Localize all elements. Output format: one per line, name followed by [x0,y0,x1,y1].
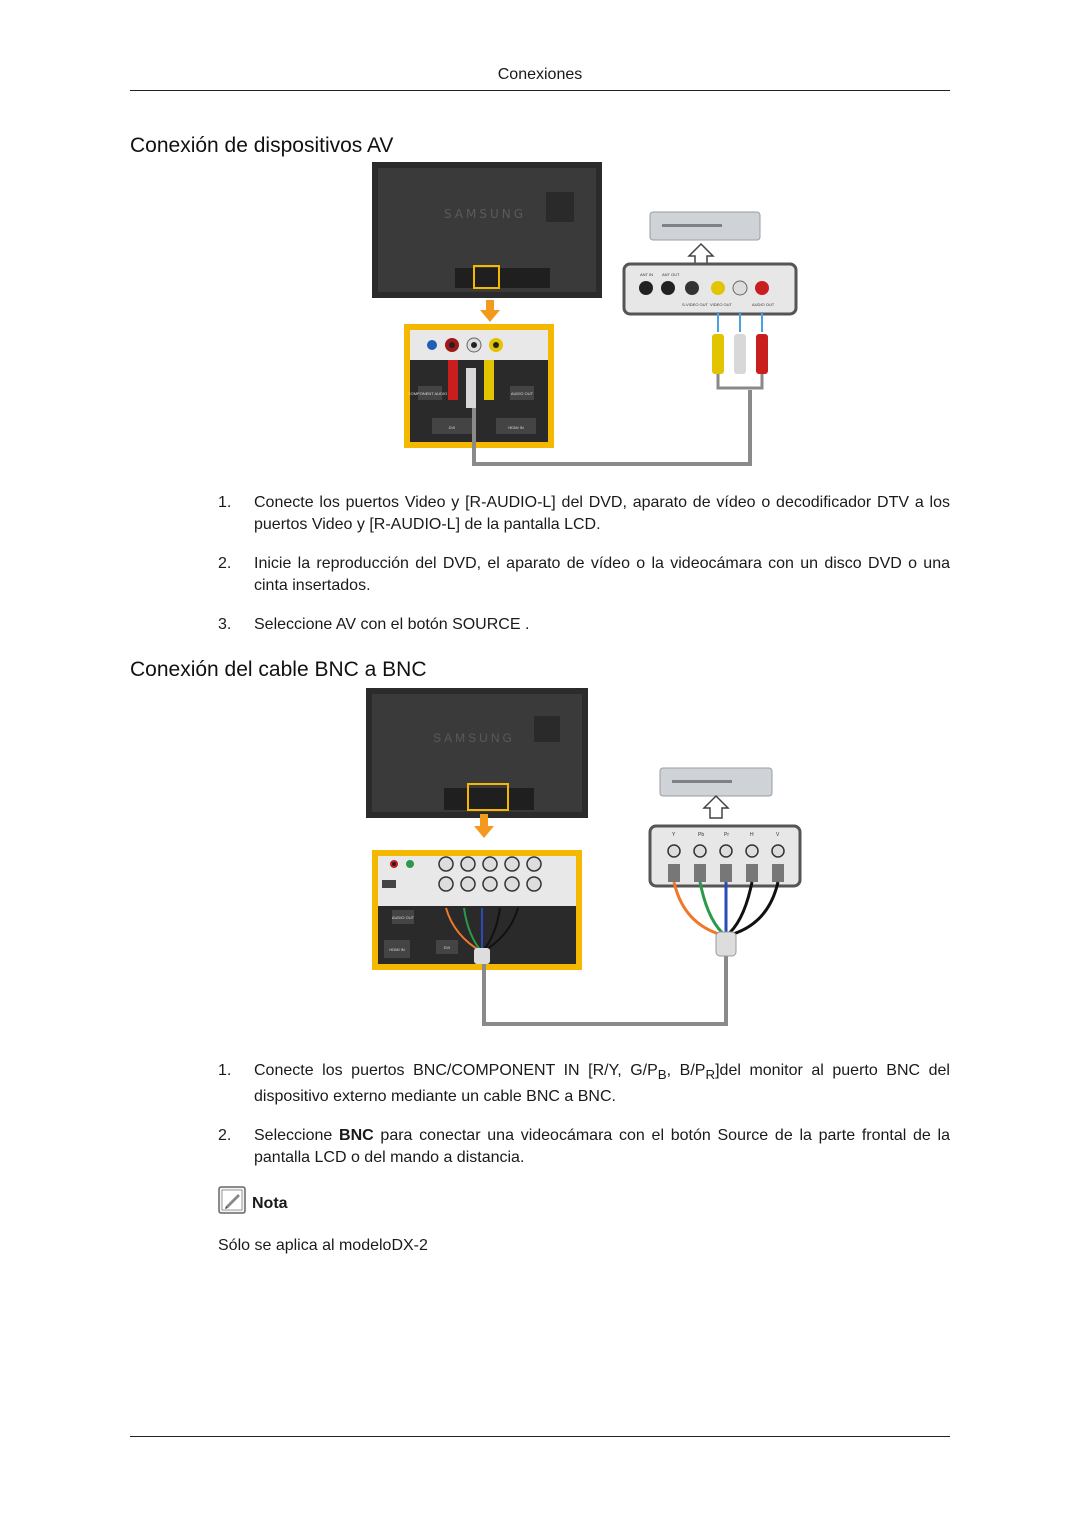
header-rule [130,90,950,91]
svg-text:VIDEO OUT: VIDEO OUT [710,302,733,307]
svg-text:AUDIO OUT: AUDIO OUT [392,915,415,920]
section-title-bnc: Conexión del cable BNC a BNC [130,658,427,681]
list-item: 2.Inicie la reproducción del DVD, el apa… [218,555,950,594]
svg-text:Pr: Pr [724,832,729,838]
device-port-panel [622,262,798,316]
footer-rule [130,1436,950,1437]
running-header: Conexiones [497,66,583,83]
av-cable [472,390,752,466]
svg-text:DVI: DVI [449,425,456,430]
bnc-connection-diagram: SAMSUNG AUDIO OUT HDMI IN DVI Y Pb Pr H … [366,688,802,1026]
svg-text:AUDIO OUT: AUDIO OUT [511,391,534,396]
up-arrow-icon [687,242,715,265]
brand-logo: SAMSUNG [433,731,515,745]
note-heading: Nota [218,1184,288,1216]
svg-text:ANT OUT: ANT OUT [662,272,680,277]
list-item: 1.Conecte los puertos BNC/COMPONENT IN [… [218,1062,950,1106]
list-item: 2.Seleccione BNC para conectar una video… [218,1127,951,1167]
svg-text:HDMI IN: HDMI IN [508,425,523,430]
svg-text:DVI: DVI [444,945,451,950]
down-arrow-icon [480,300,500,322]
down-arrow-icon [474,814,494,838]
note-text: Sólo se aplica al modeloDX-2 [218,1237,428,1254]
av-connection-diagram: SAMSUNG COMPONENT AUDIO IN AUDIO OUT DVI… [372,162,798,466]
svg-text:Pb: Pb [698,832,704,838]
brand-logo: SAMSUNG [444,207,526,221]
svg-text:S-VIDEO OUT: S-VIDEO OUT [682,302,709,307]
svg-text:HDMI IN: HDMI IN [389,947,404,952]
bnc-steps-list: 1.Conecte los puertos BNC/COMPONENT IN [… [218,1060,950,1186]
list-item: 3.Seleccione AV con el botón SOURCE . [218,616,530,633]
svg-text:V: V [776,832,780,838]
up-arrow-icon [702,794,730,819]
av-steps-list: 1.Conecte los puertos Video y [R-AUDIO-L… [218,492,950,653]
svg-text:ANT IN: ANT IN [640,272,653,277]
bnc-cable [482,956,728,1026]
port-highlight-box [473,265,500,289]
note-label: Nota [252,1195,288,1212]
note-icon [218,1186,246,1214]
svg-text:AUDIO OUT: AUDIO OUT [752,302,775,307]
section-title-av: Conexión de dispositivos AV [130,134,394,157]
svg-text:Y: Y [672,832,676,838]
svg-text:COMPONENT AUDIO IN: COMPONENT AUDIO IN [408,391,453,396]
list-item: 1.Conecte los puertos Video y [R-AUDIO-L… [218,494,950,533]
svg-text:H: H [750,832,754,838]
port-highlight-box [467,783,509,811]
